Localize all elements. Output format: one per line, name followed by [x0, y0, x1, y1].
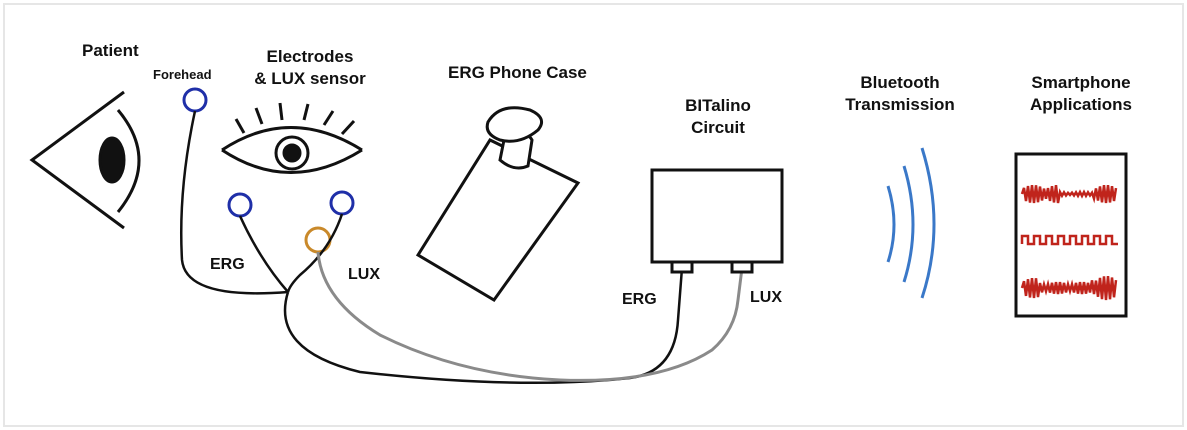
electrodes-label-line2: & LUX sensor [254, 69, 366, 88]
bitalino-label-line1: BITalino [685, 96, 751, 115]
patient-label: Patient [82, 41, 139, 60]
erg-wires [180, 110, 684, 385]
erg-electrode-left-icon [227, 192, 253, 218]
bluetooth-waves-icon [886, 147, 936, 299]
bitalino-label: BITalino Circuit [673, 95, 763, 139]
lux-wire [316, 251, 744, 382]
bitalino-box-icon [650, 168, 784, 274]
signal-trace-square [1020, 234, 1118, 246]
frame [3, 3, 1184, 427]
erg-wire-label: ERG [210, 256, 245, 273]
forehead-electrode-icon [182, 87, 208, 113]
signal-trace-1 [1020, 184, 1118, 204]
patient-eye-icon [29, 90, 141, 230]
smartphone-icon [1014, 152, 1128, 318]
electrodes-label-line1: Electrodes [266, 47, 354, 66]
signal-trace-3 [1020, 275, 1118, 301]
erg-port-label: ERG [622, 291, 657, 308]
forehead-label: Forehead [153, 67, 212, 82]
smartphone-label-line1: Smartphone [1031, 73, 1131, 92]
smartphone-label: Smartphone Applications [1006, 72, 1156, 116]
smartphone-label-line2: Applications [1029, 95, 1132, 114]
erg-phone-case-icon [415, 106, 581, 302]
bluetooth-label-line1: Bluetooth [860, 73, 940, 92]
bitalino-label-line2: Circuit [691, 118, 745, 137]
bluetooth-label: Bluetooth Transmission [830, 72, 970, 116]
lux-port-label: LUX [750, 289, 782, 306]
erg-phone-case-label: ERG Phone Case [448, 63, 587, 82]
erg-electrode-right-icon [329, 190, 355, 216]
electrodes-label: Electrodes & LUX sensor [240, 46, 380, 90]
lux-sensor-icon [304, 226, 332, 254]
frontal-eye-icon [221, 102, 363, 174]
lux-wire-label: LUX [348, 266, 380, 283]
bluetooth-label-line2: Transmission [845, 95, 955, 114]
